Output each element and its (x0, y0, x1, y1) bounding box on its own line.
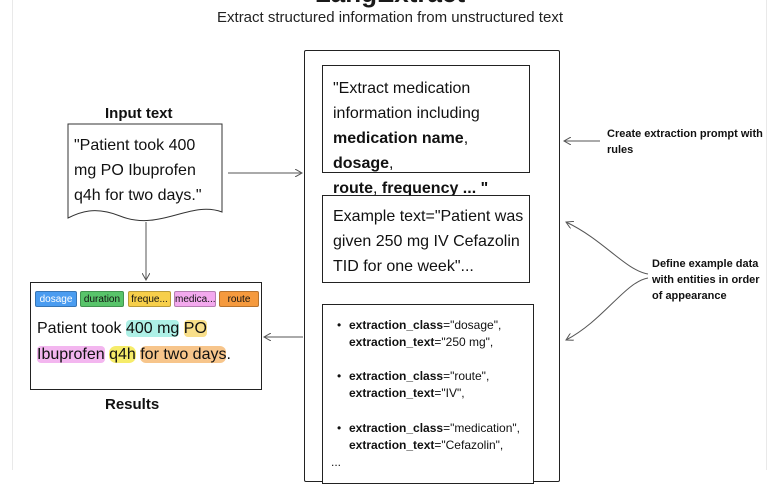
input-document-text: "Patient took 400 mg PO Ibuprofen q4h fo… (74, 133, 224, 208)
input-line-2: mg PO Ibuprofen (74, 162, 196, 179)
arrow-annotation-to-example (566, 222, 649, 275)
frame-left-edge (12, 0, 13, 470)
annotation-prompt-rules-line-1: Create extraction prompt with (607, 128, 763, 140)
extraction-item-3-class-value: ="medication", (443, 421, 520, 435)
extraction-item-2-class-key: extraction_class (349, 369, 444, 383)
input-line-1: "Patient took 400 (74, 137, 196, 154)
example-line-1: Example text="Patient was (333, 208, 524, 225)
example-text: Example text="Patient was given 250 mg I… (333, 204, 529, 279)
prompt-line-3: medication name, dosage, (333, 126, 527, 176)
extraction-item-2-class-line: extraction_class="route", (349, 368, 539, 385)
prompt-line-1-part-1: "Extract medication (333, 80, 471, 97)
results-box: dosage duration freque... medica... rout… (30, 282, 262, 390)
extractions-ellipsis: ... (331, 455, 342, 469)
extraction-item-3-class-key: extraction_class (349, 421, 444, 435)
extraction-item-3-text-key: extraction_text (349, 438, 435, 452)
extraction-item-3-text-value: ="Cefazolin", (434, 438, 504, 452)
extraction-item-1-text-line: extraction_text="250 mg", (349, 334, 539, 351)
highlight-medication: Ibuprofen (37, 346, 105, 363)
extractions-list: • extraction_class="dosage", extraction_… (323, 305, 535, 485)
tag-duration: duration (80, 291, 124, 307)
extraction-item-1-class-value: ="dosage", (443, 318, 502, 332)
extraction-item-2-text-key: extraction_text (349, 386, 435, 400)
annotation-example-data: Define example data with entities in ord… (652, 256, 764, 304)
result-line-1: Patient took 400 mg PO (37, 316, 259, 342)
tag-medication: medica... (174, 291, 216, 307)
bullet-icon: • (337, 318, 342, 332)
extraction-item-2-text-line: extraction_text="IV", (349, 385, 539, 402)
annotation-example-data-line-1: Define example data (652, 258, 759, 270)
tag-frequency: freque... (128, 291, 171, 307)
arrow-annotation-to-extractions (566, 277, 649, 340)
prompt-line-3-part-3: dosage (333, 155, 390, 172)
extraction-item-2-text-value: ="IV", (434, 386, 465, 400)
prompt-line-4-part-1: route (333, 180, 373, 197)
extraction-item-2: • extraction_class="route", extraction_t… (337, 368, 539, 402)
highlight-route: PO (183, 320, 207, 337)
page-title: LangExtract (0, 0, 780, 9)
example-box: Example text="Patient was given 250 mg I… (322, 195, 530, 283)
page-subtitle: Extract structured information from unst… (217, 9, 563, 26)
prompt-line-3-part-2: , (463, 130, 469, 147)
tag-route: route (219, 291, 259, 307)
highlight-dosage: 400 mg (125, 320, 180, 337)
annotation-example-data-line-2: with entities in order (652, 274, 760, 286)
annotation-prompt-rules: Create extraction prompt with rules (607, 126, 767, 158)
prompt-line-2-part-1: information including (333, 105, 480, 122)
extraction-item-1-text-key: extraction_text (349, 335, 435, 349)
tag-dosage: dosage (35, 291, 77, 307)
prompt-line-2: information including (333, 101, 527, 126)
extraction-item-1: • extraction_class="dosage", extraction_… (337, 317, 539, 351)
extraction-item-3: • extraction_class="medication", extract… (337, 420, 539, 454)
extraction-item-3-text-line: extraction_text="Cefazolin", (349, 437, 539, 454)
prompt-line-3-part-1: medication name (333, 130, 464, 147)
extraction-item-1-class-key: extraction_class (349, 318, 444, 332)
prompt-box: "Extract medication information includin… (322, 65, 530, 197)
prompt-line-3-part-4: , (389, 155, 394, 172)
highlight-frequency: q4h (109, 346, 136, 363)
result-plain-text: Patient took (37, 320, 126, 337)
extraction-item-1-class-line: extraction_class="dosage", (349, 317, 539, 334)
example-line-3: TID for one week"... (333, 258, 474, 275)
annotation-example-data-line-3: of appearance (652, 290, 727, 302)
extraction-item-2-class-value: ="route", (443, 369, 490, 383)
input-text-label: Input text (105, 105, 173, 122)
results-label: Results (105, 396, 160, 413)
extraction-item-3-class-line: extraction_class="medication", (349, 420, 539, 437)
prompt-line-4-part-3: frequency ... " (381, 180, 489, 197)
bullet-icon: • (337, 369, 342, 383)
result-text: Patient took 400 mg PO Ibuprofen q4h for… (37, 316, 259, 368)
prompt-line-1: "Extract medication (333, 76, 527, 101)
prompt-line-4-part-2: , (373, 180, 382, 197)
annotation-prompt-rules-line-2: rules (607, 144, 634, 156)
frame-right-edge (766, 0, 767, 470)
connectors (0, 0, 649, 470)
bullet-icon: • (337, 421, 342, 435)
input-document-shape (67, 123, 223, 221)
prompt-line-4: route, frequency ... " (333, 176, 527, 201)
extractions-box: • extraction_class="dosage", extraction_… (322, 304, 534, 484)
extraction-item-1-text-value: ="250 mg", (434, 335, 494, 349)
example-line-2: given 250 mg IV Cefazolin (333, 233, 520, 250)
result-line-2: Ibuprofen q4h for two days. (37, 342, 259, 368)
prompt-text: "Extract medication information includin… (333, 76, 527, 201)
input-line-3: q4h for two days." (74, 187, 202, 204)
highlight-duration: for two days (140, 346, 227, 363)
result-period: . (226, 346, 231, 363)
